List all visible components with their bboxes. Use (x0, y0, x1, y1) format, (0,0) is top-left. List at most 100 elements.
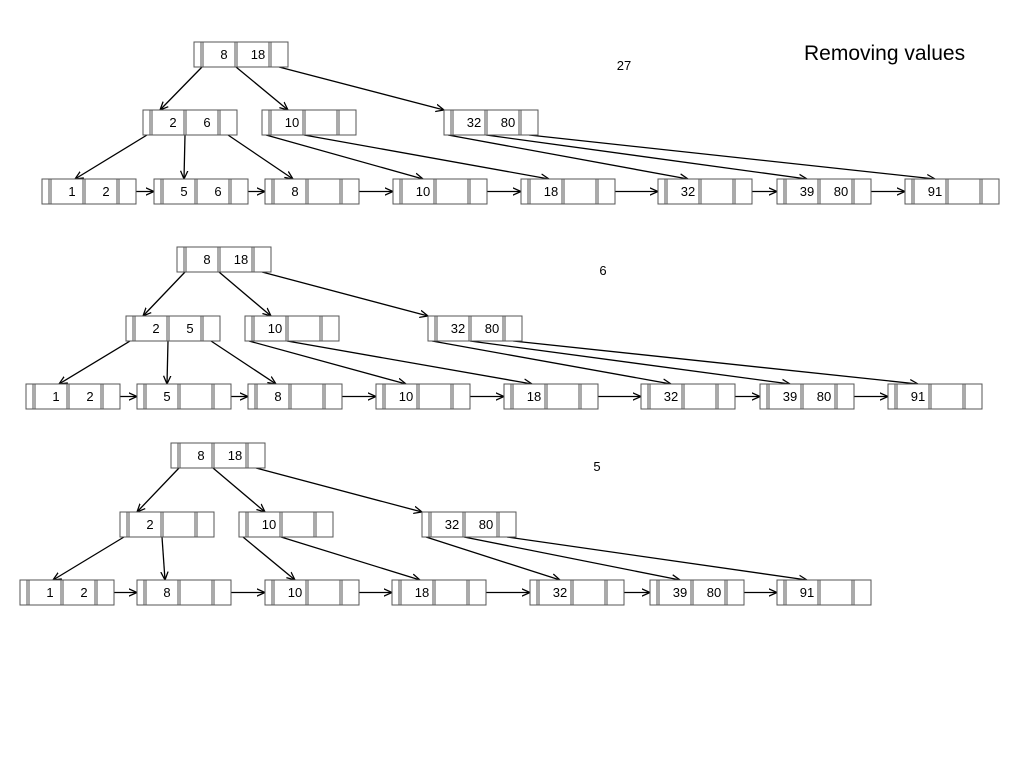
tree1-internal-2-edge-1 (469, 340, 790, 384)
tree1-leaf-node-3-key-0: 10 (399, 389, 413, 404)
slide-title: Removing values (804, 42, 966, 65)
tree1-leaf-node-1: 5 (136, 383, 232, 410)
tree2-leaf-node-0-key-1: 2 (80, 585, 87, 600)
tree2-root-node-box (170, 442, 266, 469)
tree2-internal-node-0-key-0: 2 (146, 517, 153, 532)
tree1-internal-1-edge-1 (286, 340, 532, 384)
tree2-internal-node-0: 2 (119, 511, 215, 538)
tree2-leaf-node-4: 32 (529, 579, 625, 606)
tree1-internal-1-edge-0 (248, 340, 406, 384)
tree2-internal-node-1-box (238, 511, 334, 538)
tree0-leaf-node-3-key-0: 10 (416, 184, 430, 199)
tree1-leaf-node-2-key-0: 8 (274, 389, 281, 404)
tree0-internal-0-edge-1 (184, 134, 185, 179)
tree0-root-node-key-1: 18 (251, 47, 265, 62)
tree0-leaf-node-3-box (392, 178, 488, 205)
tree2-leaf-node-3-key-0: 18 (415, 585, 429, 600)
tree1-internal-node-2: 32 80 (427, 315, 523, 342)
tree2-leaf-node-3-box (391, 579, 487, 606)
tree0-leaf-node-6-key-0: 39 (800, 184, 814, 199)
tree0-internal-2-edge-0 (447, 134, 688, 179)
tree1-internal-node-2-key-0: 32 (451, 321, 465, 336)
tree2-internal-node-2-key-0: 32 (445, 517, 459, 532)
tree0-internal-0-edge-0 (75, 134, 148, 179)
tree2-leaf-node-2: 10 (264, 579, 360, 606)
tree0-internal-node-1: 10 (261, 109, 357, 136)
tree2-removed-value: 5 (593, 459, 600, 474)
tree1-internal-node-0-key-0: 2 (152, 321, 159, 336)
tree2-root-edge-0 (137, 467, 180, 512)
tree1-root-edge-0 (143, 271, 186, 316)
tree0-leaf-node-3: 10 (392, 178, 488, 205)
tree0-leaf-node-4-key-0: 18 (544, 184, 558, 199)
tree1-leaf-node-2-box (247, 383, 343, 410)
tree1-internal-0-edge-0 (59, 340, 131, 384)
tree1-internal-node-2-box (427, 315, 523, 342)
tree2-leaf-node-5-key-1: 80 (707, 585, 721, 600)
tree2-internal-2-edge-1 (463, 536, 680, 580)
tree2-leaf-node-1-box (136, 579, 232, 606)
tree1-leaf-node-5: 32 (640, 383, 736, 410)
tree2-internal-node-1: 10 (238, 511, 334, 538)
tree1-leaf-node-4-box (503, 383, 599, 410)
tree1-root-node-key-0: 8 (203, 252, 210, 267)
tree2-root-edge-1 (212, 467, 265, 512)
tree0-root-edge-2 (278, 66, 444, 110)
tree2-leaf-node-6-box (776, 579, 872, 606)
tree1-internal-node-1-box (244, 315, 340, 342)
tree1-leaf-node-7-box (887, 383, 983, 410)
tree2-internal-node-1-key-0: 10 (262, 517, 276, 532)
tree1-internal-node-1-key-0: 10 (268, 321, 282, 336)
tree0-leaf-node-5-key-0: 32 (681, 184, 695, 199)
tree1-internal-node-1: 10 (244, 315, 340, 342)
tree0-leaf-node-0-box (41, 178, 137, 205)
tree2-leaf-node-0-box (19, 579, 115, 606)
tree2-leaf-node-6-key-0: 91 (800, 585, 814, 600)
tree1-leaf-node-0-box (25, 383, 121, 410)
tree0-leaf-node-4: 18 (520, 178, 616, 205)
tree1-leaf-node-5-key-0: 32 (664, 389, 678, 404)
tree2-internal-1-edge-0 (242, 536, 295, 580)
tree0-leaf-node-2-key-0: 8 (291, 184, 298, 199)
tree2-internal-1-edge-1 (280, 536, 420, 580)
tree0-leaf-node-0-key-0: 1 (68, 184, 75, 199)
tree0-leaf-node-7-key-0: 91 (928, 184, 942, 199)
tree0-leaf-node-4-box (520, 178, 616, 205)
tree0-internal-node-0-key-1: 6 (203, 115, 210, 130)
tree1-leaf-node-4-key-0: 18 (527, 389, 541, 404)
tree1-root-node-key-1: 18 (234, 252, 248, 267)
tree0-internal-1-edge-1 (303, 134, 549, 179)
tree1-leaf-node-4: 18 (503, 383, 599, 410)
tree0-internal-node-0-box (142, 109, 238, 136)
tree1-removed-value: 6 (599, 263, 606, 278)
tree0-internal-2-edge-1 (485, 134, 807, 179)
tree0-leaf-node-1-key-0: 5 (180, 184, 187, 199)
tree1-internal-2-edge-0 (431, 340, 671, 384)
tree2-leaf-node-5-box (649, 579, 745, 606)
tree0-leaf-node-2: 8 (264, 178, 360, 205)
tree0-leaf-node-0-key-1: 2 (102, 184, 109, 199)
tree2-leaf-node-0-key-0: 1 (46, 585, 53, 600)
tree2-leaf-node-4-box (529, 579, 625, 606)
tree0-removed-value: 27 (617, 58, 631, 73)
tree2-leaf-node-6: 91 (776, 579, 872, 606)
tree1-leaf-node-5-box (640, 383, 736, 410)
tree0-internal-node-1-key-0: 10 (285, 115, 299, 130)
tree0-leaf-node-7-box (904, 178, 1000, 205)
tree1-internal-node-2-key-1: 80 (485, 321, 499, 336)
tree1-root-node-box (176, 246, 272, 273)
tree2-internal-0-edge-1 (162, 536, 165, 580)
tree0-leaf-node-5-box (657, 178, 753, 205)
tree0-leaf-node-2-box (264, 178, 360, 205)
